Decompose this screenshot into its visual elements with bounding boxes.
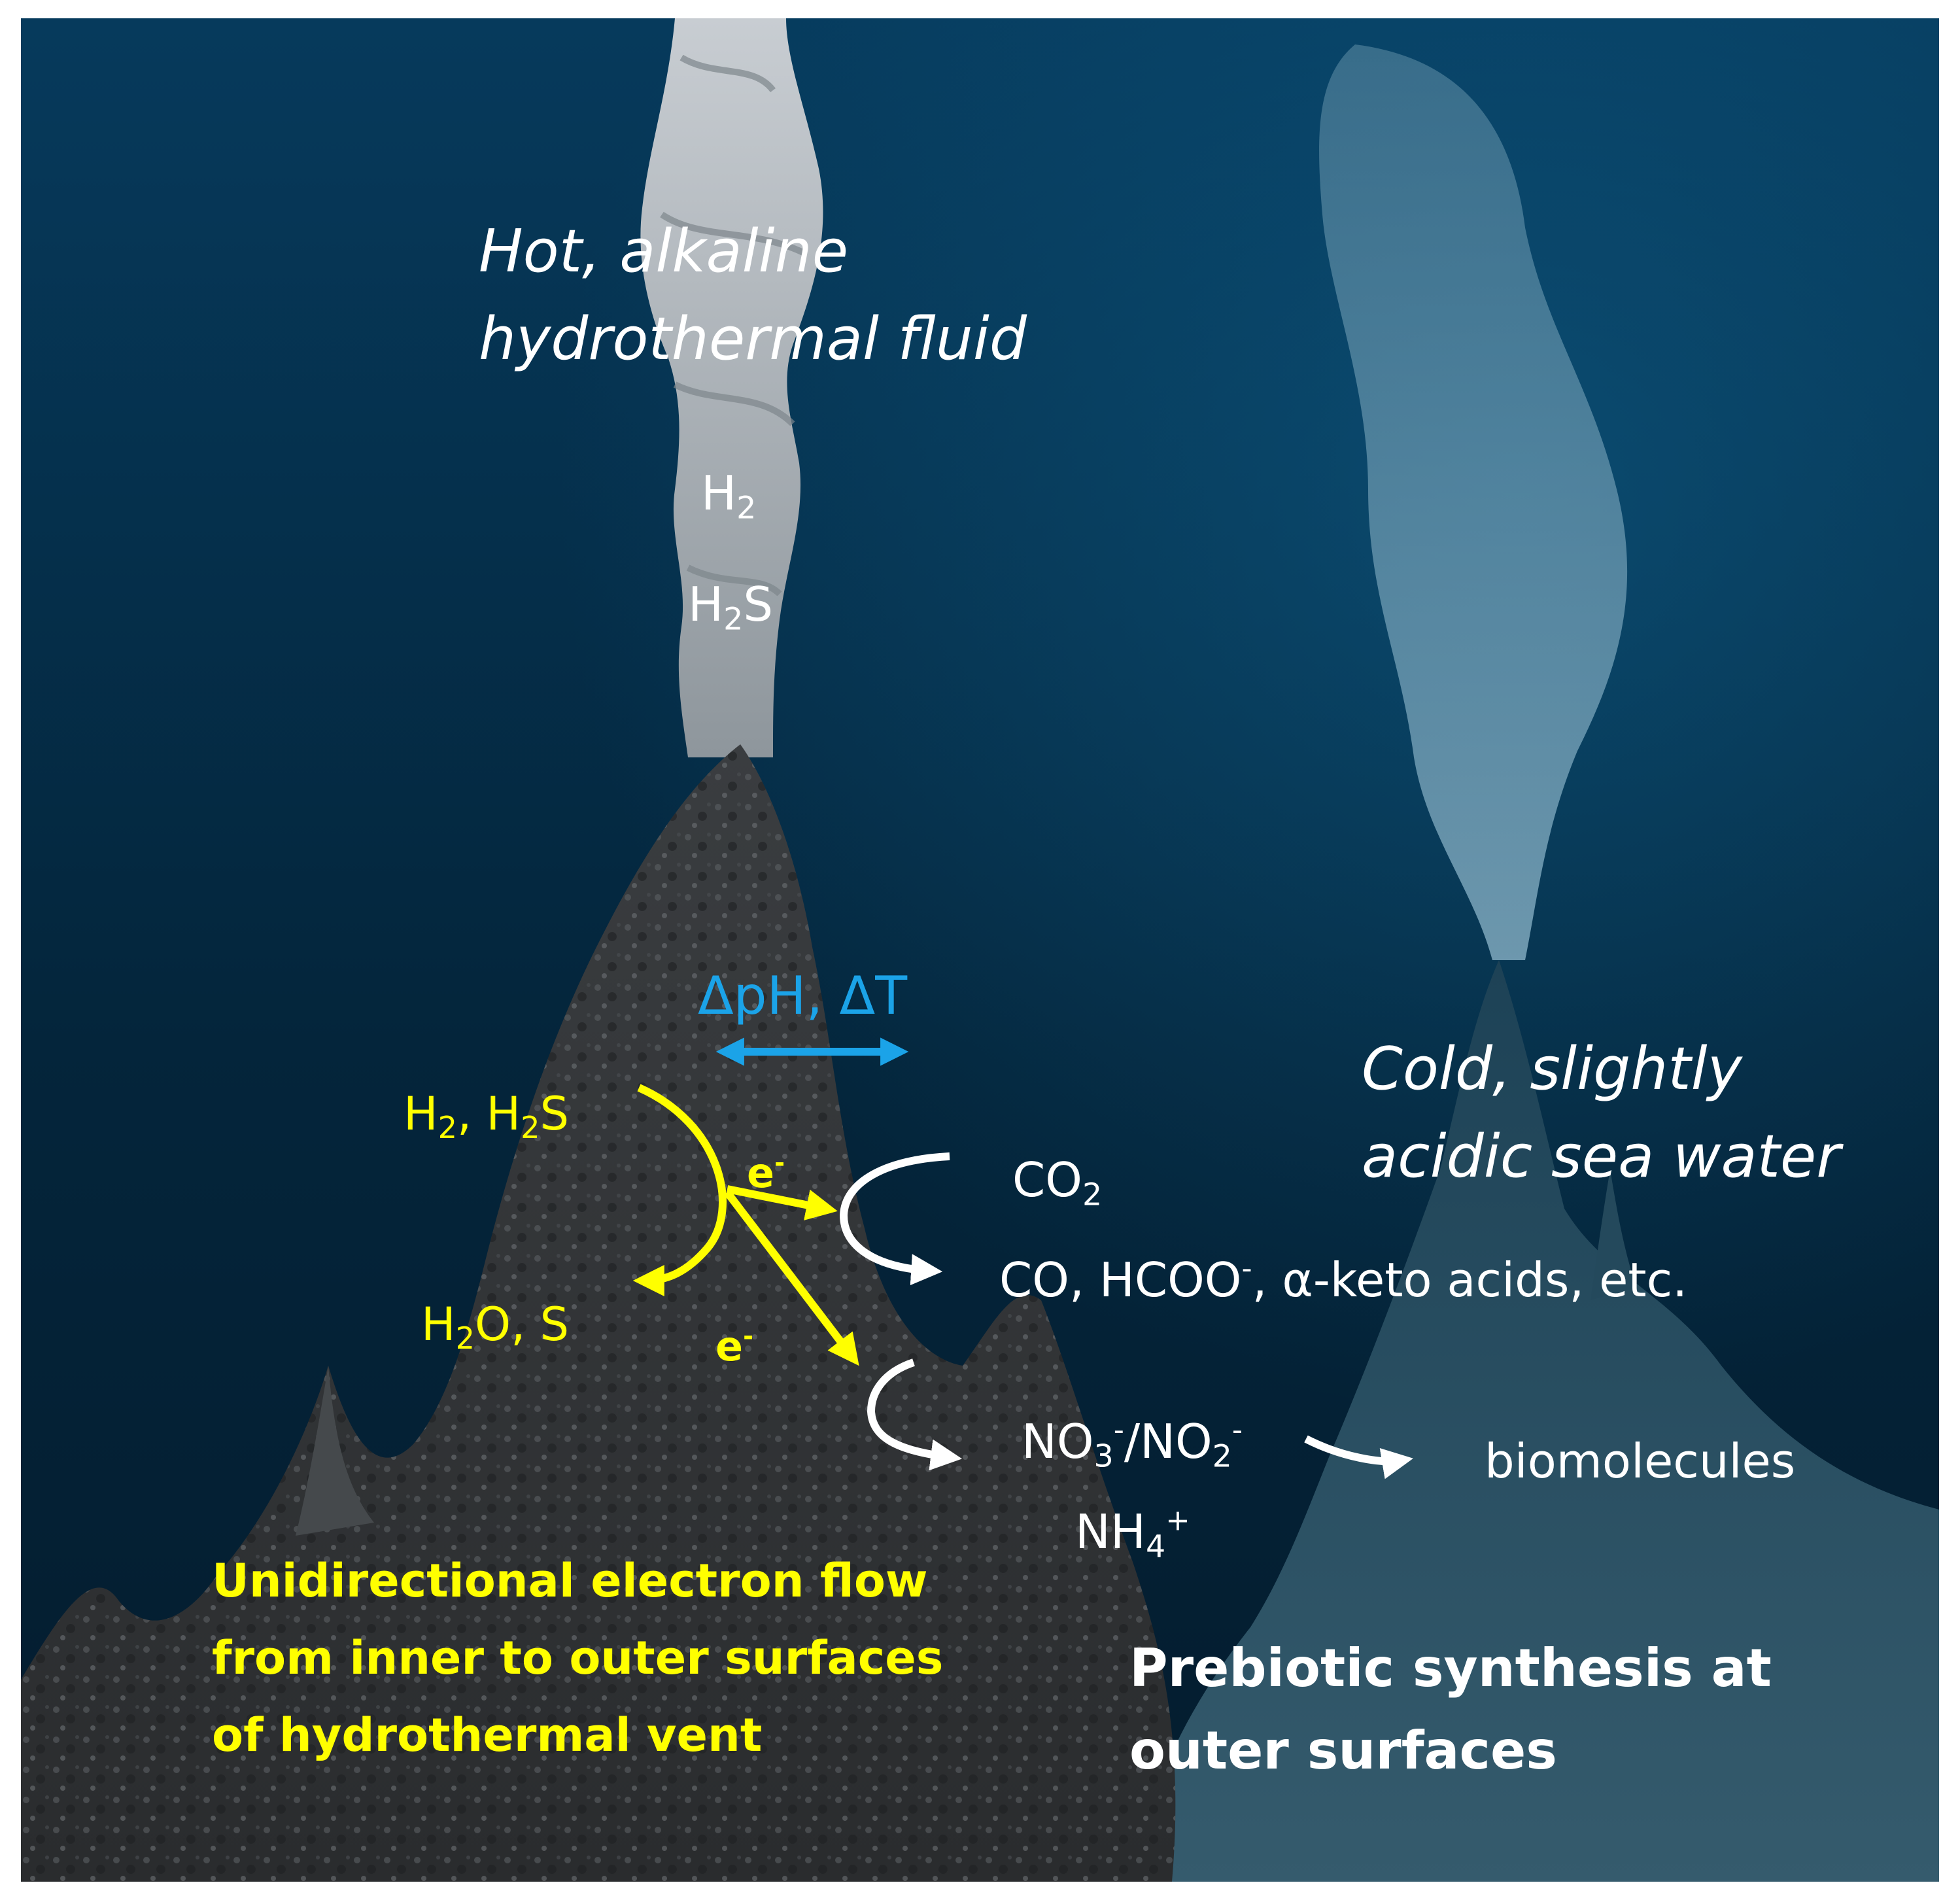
left-spire: [296, 1366, 374, 1536]
scene-illustration: [21, 18, 1939, 1882]
cold-water-label: Cold, slightly acidic sea water: [1362, 1026, 1840, 1201]
prebiotic-caption: Prebiotic synthesis at outer surfaces: [1129, 1627, 1772, 1792]
electron-flow-line-2: from inner to outer surfaces: [212, 1631, 944, 1685]
plume-texture: [660, 54, 808, 596]
co2-label: CO2: [1012, 1152, 1103, 1213]
plume-h2-label: H2: [701, 466, 757, 527]
nitrate-reduction-arrow: [867, 1358, 963, 1471]
biomolecules-label: biomolecules: [1485, 1434, 1796, 1489]
cold-water-line-1: Cold, slightly: [1362, 1035, 1742, 1103]
hot-fluid-line-2: hydrothermal fluid: [479, 305, 1027, 373]
co-products-label: CO, HCOO-, α-keto acids, etc.: [999, 1251, 1688, 1307]
co2-reduction-arrow: [839, 1152, 950, 1286]
prebiotic-line-2: outer surfaces: [1129, 1720, 1557, 1781]
diagram-scene: Hot, alkaline hydrothermal fluid H2 H2S …: [21, 18, 1939, 1882]
electron-flow-line-3: of hydrothermal vent: [212, 1708, 763, 1762]
chimney-texture: [21, 744, 1176, 1882]
main-plume: [640, 18, 823, 757]
electron-label-upper: e-: [747, 1149, 785, 1197]
donor-curve-arrow: [632, 1084, 727, 1296]
hot-fluid-line-1: Hot, alkaline: [479, 217, 849, 286]
electron-flow-line-1: Unidirectional electron flow: [212, 1554, 928, 1608]
prebiotic-line-1: Prebiotic synthesis at: [1129, 1638, 1772, 1699]
plume-h2s-label: H2S: [688, 577, 774, 638]
oxidized-products-label: H2O, S: [421, 1298, 570, 1356]
donors-label: H2, H2S: [404, 1087, 569, 1145]
cold-water-line-2: acidic sea water: [1362, 1122, 1841, 1191]
right-chimney: [1133, 960, 1939, 1882]
hot-fluid-label: Hot, alkaline hydrothermal fluid: [479, 208, 1027, 383]
right-plume: [1319, 44, 1628, 960]
right-spire: [1590, 1169, 1636, 1300]
gradient-label: ΔpH, ΔT: [698, 965, 908, 1026]
electron-flow-caption: Unidirectional electron flow from inner …: [212, 1542, 943, 1774]
electron-arrow-lower: [724, 1190, 859, 1366]
electron-label-lower: e-: [715, 1322, 754, 1370]
biomolecule-arrow: [1304, 1435, 1413, 1479]
ammonium-label: NH4+: [1075, 1503, 1190, 1565]
nitrate-label: NO3-/NO2-: [1022, 1413, 1243, 1475]
electron-arrow-upper: [726, 1185, 838, 1220]
